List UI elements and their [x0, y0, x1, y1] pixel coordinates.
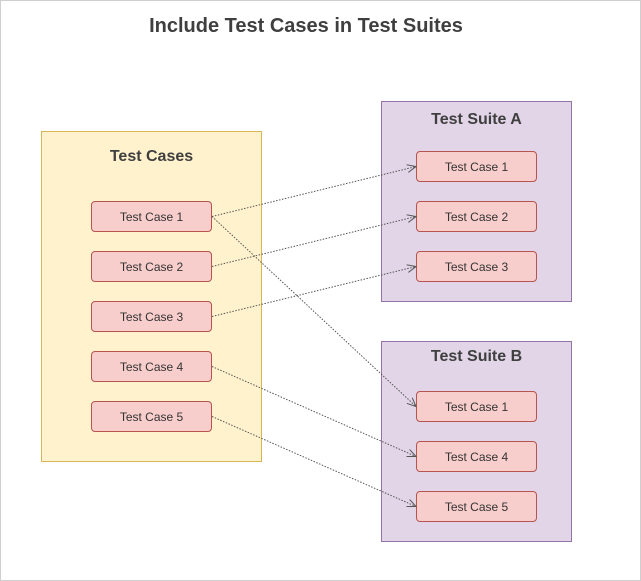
suite-a-test-case-1-node[interactable]: Test Case 1 [416, 151, 537, 182]
test-case-2-node[interactable]: Test Case 2 [91, 251, 212, 282]
suite-b-test-case-5-node[interactable]: Test Case 5 [416, 491, 537, 522]
test-case-1-node[interactable]: Test Case 1 [91, 201, 212, 232]
test-case-5-node[interactable]: Test Case 5 [91, 401, 212, 432]
diagram-title: Include Test Cases in Test Suites [149, 15, 463, 37]
suite-a-test-case-2-node[interactable]: Test Case 2 [416, 201, 537, 232]
test-suite-a-label: Test Suite A [431, 111, 522, 128]
suite-b-test-case-1-node[interactable]: Test Case 1 [416, 391, 537, 422]
suite-b-test-case-4-node[interactable]: Test Case 4 [416, 441, 537, 472]
test-cases-label: Test Cases [109, 148, 194, 165]
test-suite-b-label: Test Suite B [430, 348, 523, 365]
suite-a-test-case-3-node[interactable]: Test Case 3 [416, 251, 537, 282]
test-case-4-node[interactable]: Test Case 4 [91, 351, 212, 382]
test-case-3-node[interactable]: Test Case 3 [91, 301, 212, 332]
